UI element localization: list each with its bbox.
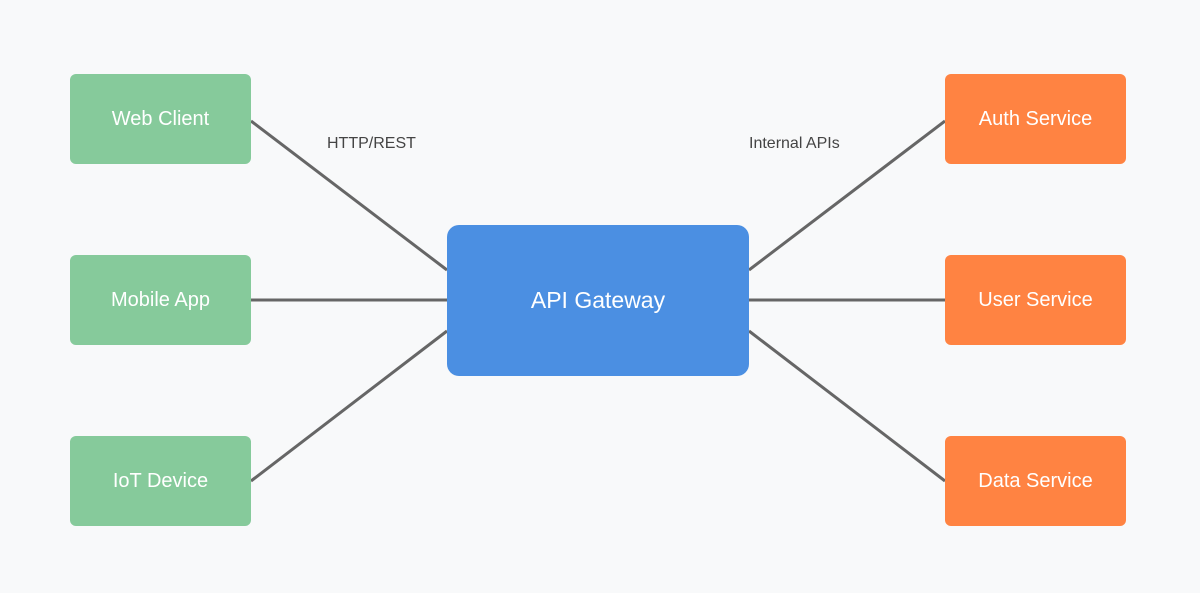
- node-user-service: User Service: [945, 255, 1126, 345]
- node-iot-device: IoT Device: [70, 436, 251, 526]
- connector-gateway-auth-service: [748, 119, 946, 272]
- node-api-gateway: API Gateway: [447, 225, 749, 376]
- node-data-service: Data Service: [945, 436, 1126, 526]
- edge-label-http-rest: HTTP/REST: [327, 135, 416, 152]
- node-web-client: Web Client: [70, 74, 251, 164]
- connector-gateway-data-service: [748, 329, 946, 483]
- connector-iot-device-gateway: [250, 329, 448, 483]
- connector-web-client-gateway: [250, 119, 448, 272]
- node-auth-service: Auth Service: [945, 74, 1126, 164]
- node-mobile-app: Mobile App: [70, 255, 251, 345]
- edge-label-internal-apis: Internal APIs: [749, 135, 840, 152]
